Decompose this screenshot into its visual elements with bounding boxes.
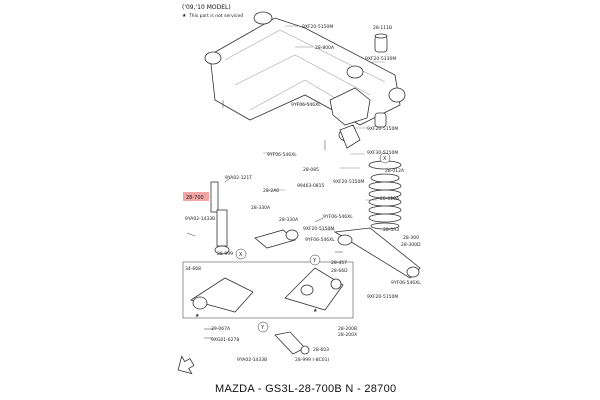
- callout-9xf20-5150m-3: 9XF20-5150M: [333, 179, 364, 185]
- part-caption: MAZDA - GS3L-28-700B N - 28700: [215, 383, 396, 395]
- callout-9xf20-5150m: 9XF20-5150M: [302, 24, 333, 30]
- knuckle-detail-box: [182, 261, 354, 319]
- legend-star: ★: [182, 13, 187, 19]
- legend-text: This part is not serviced: [188, 13, 243, 19]
- callout-9xf20-5150m-5: 9XF20-5150M: [367, 294, 398, 300]
- callout-28-999: 28-999: [217, 251, 233, 257]
- callout-28-330a-2: 28-330A: [279, 217, 299, 223]
- marker-x-label-2: X: [383, 156, 387, 162]
- callout-9yf06-546xl-4: 9YF06-546XL: [305, 237, 335, 243]
- shock-absorber-drawing: [210, 181, 230, 255]
- highlight-28-700: [183, 192, 209, 201]
- exploded-view-svg: ('09,'10 MODEL) ★ This part is not servi…: [177, 4, 421, 395]
- marker-y-group-bottom: Y: [257, 321, 269, 333]
- star-marker-left: ★: [195, 313, 200, 319]
- callout-9xf20-5150m-2: 9XF20-5150M: [367, 126, 398, 132]
- callout-9ya02-1433b: 9YA02-1433B: [185, 216, 215, 222]
- callout-9yf06-546xl-3: 9YF06-546XL: [323, 214, 353, 220]
- callout-28-200x: 28-200X: [338, 332, 357, 338]
- callout-9xg01-6278: 9XG01-6278: [211, 337, 239, 343]
- callout-9xf30-5150m: 9XF30-5150M: [367, 150, 398, 156]
- callout-9yf06-546xl: 9YF06-546XL: [291, 102, 321, 108]
- bushing-28-111b: [374, 33, 388, 53]
- callout-99463-0815: 99463-0815: [297, 183, 325, 189]
- callout-39-067a: 39-067A: [211, 326, 231, 332]
- callout-9ya02-121t: 9YA02-121T: [225, 175, 252, 181]
- star-marker-right: ★: [313, 308, 318, 314]
- callout-28-700: 28-700: [186, 195, 204, 201]
- direction-arrow: [177, 355, 195, 375]
- callout-28-999-8c01: 28-999 (-8C01): [295, 357, 329, 363]
- callout-34-668: 34-668: [185, 266, 201, 272]
- bushing-rear: [374, 112, 387, 128]
- callout-28-66d: 28-66D: [331, 268, 348, 274]
- callout-9ya02-1433b-2: 9YA02-1433B: [237, 357, 267, 363]
- callout-28-603: 28-603: [313, 347, 329, 353]
- marker-y-label: Y: [312, 258, 317, 264]
- callout-28-457: 28-457: [331, 260, 347, 266]
- rear-crossmember-drawing: [204, 11, 406, 149]
- callout-28-300: 28-300: [403, 235, 419, 241]
- trailing-link-drawing: [274, 331, 310, 355]
- leader-lines: [203, 25, 385, 231]
- callout-28-0a3: 28-0A3: [383, 227, 399, 233]
- lateral-link-drawing: [254, 227, 421, 279]
- callout-28-300d: 28-300D: [401, 242, 421, 248]
- marker-y-group-top: Y: [309, 254, 321, 266]
- marker-y-label-2: Y: [260, 325, 265, 331]
- callout-28-2a0: 28-2A0: [263, 188, 279, 194]
- marker-x-group-top: X: [235, 248, 247, 260]
- marker-x-group-right: X: [379, 152, 391, 164]
- callout-28-200b: 28-200B: [338, 326, 357, 332]
- bolts-drawing: [186, 100, 343, 339]
- model-header: ('09,'10 MODEL): [182, 4, 231, 11]
- callout-28-010a: 28-010A: [380, 196, 400, 202]
- parts-diagram: ('09,'10 MODEL) ★ This part is not servi…: [155, 0, 445, 400]
- callout-9xf20-5150m-4: 9XF20-5150M: [303, 226, 334, 232]
- coil-spring-drawing: [368, 160, 402, 230]
- callout-28-330a: 28-330A: [251, 205, 271, 211]
- callout-9yf06-546xl-5: 9YF06-546XL: [391, 280, 421, 286]
- callout-9yf06-546xl-2: 9YF06-546XL: [267, 152, 297, 158]
- callout-28-012a: 28-012A: [385, 168, 405, 174]
- callout-28-800a: 28-800A: [315, 45, 335, 51]
- marker-x-label: X: [239, 252, 243, 258]
- callout-28-111b: 28-111B: [373, 25, 392, 31]
- callout-9xf20-5130m: 9XF20-5130M: [365, 56, 396, 62]
- callout-28-085: 28-085: [303, 167, 319, 173]
